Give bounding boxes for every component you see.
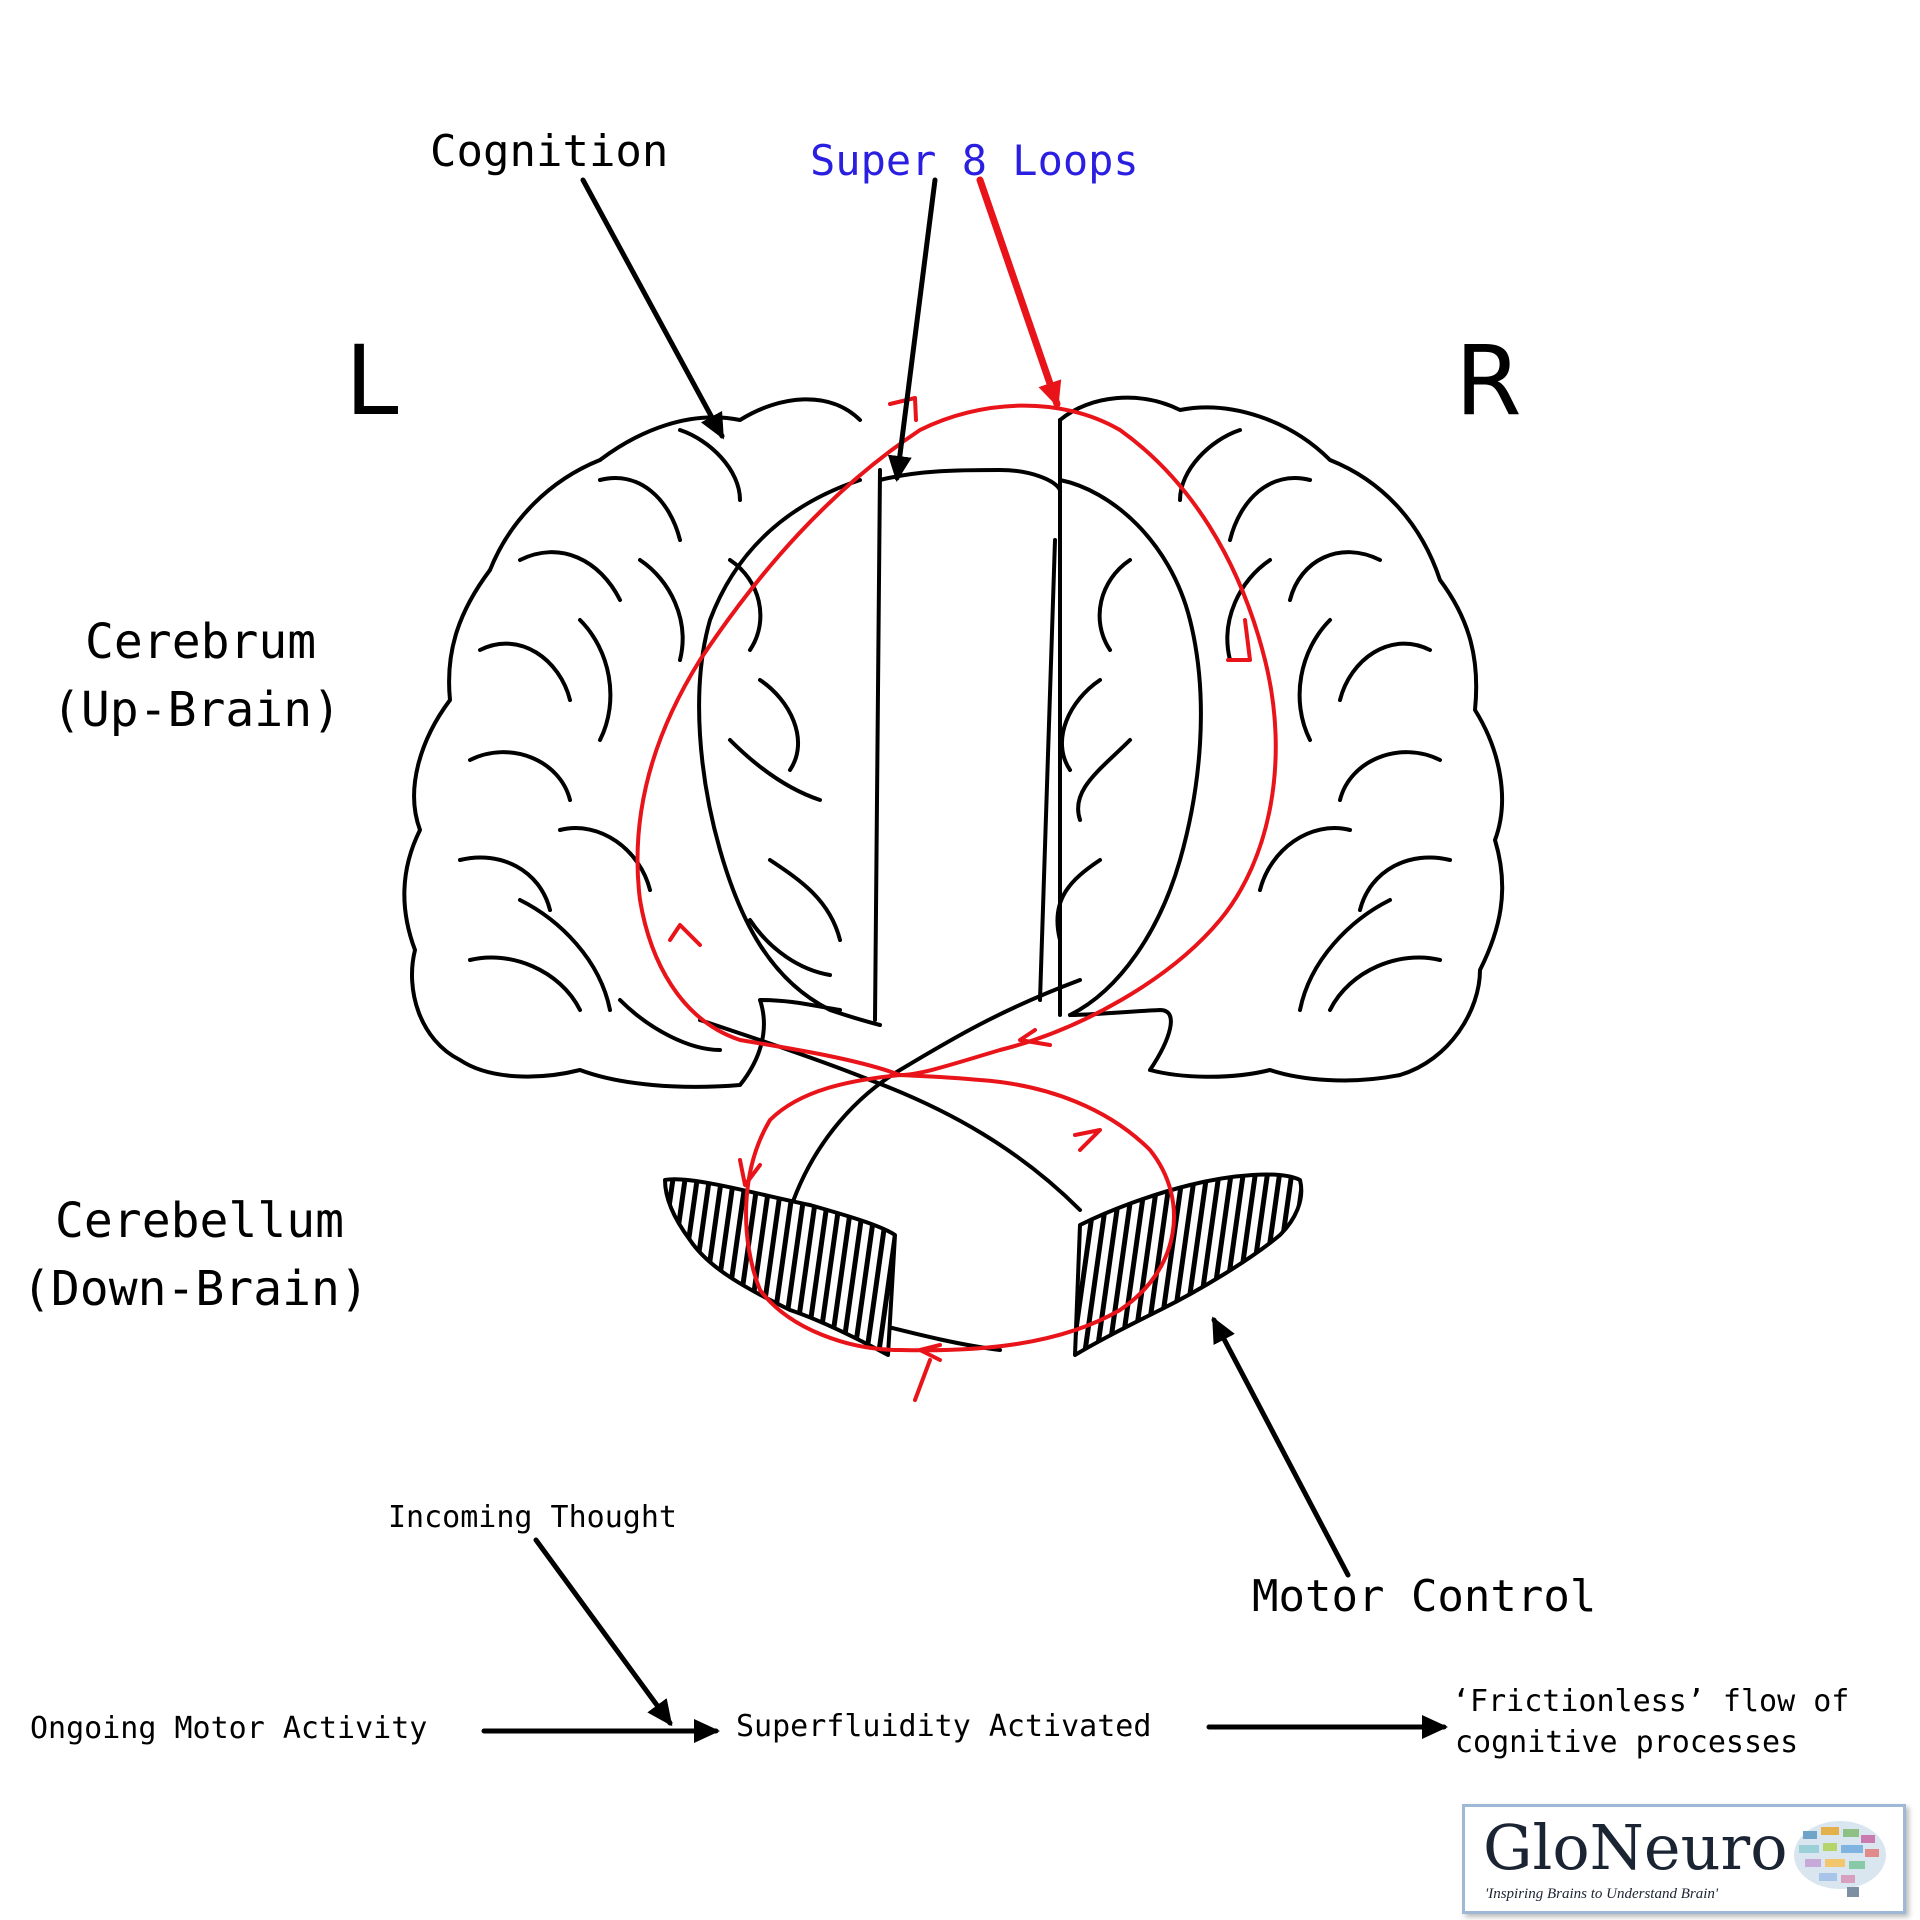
cerebellum-right-lobe: [1073, 1172, 1304, 1357]
logo-name: GloNeuro: [1483, 1811, 1788, 1884]
incoming-thought-label: Incoming Thought: [388, 1500, 677, 1535]
left-hemisphere-label: L: [345, 325, 399, 437]
super8-black-pointer: [887, 177, 938, 482]
cognition-label: Cognition: [430, 126, 669, 177]
brain-logo-icon: [1794, 1821, 1886, 1897]
right-hemisphere-label: R: [1455, 325, 1522, 437]
logo-tagline: 'Inspiring Brains to Understand Brain': [1485, 1886, 1719, 1902]
incoming-thought-pointer: [533, 1537, 673, 1727]
super8-red-pointer: [976, 176, 1062, 408]
motor-control-label: Motor Control: [1252, 1571, 1597, 1622]
right-inner-lobe: [1058, 478, 1203, 1017]
result-label-line1: ‘Frictionless’ flow of: [1452, 1684, 1850, 1719]
motor-control-pointer: [1211, 1316, 1351, 1578]
result-label-line2: cognitive processes: [1455, 1725, 1799, 1760]
super-8-loop: [635, 396, 1278, 1402]
right-hemisphere-outline: [1058, 395, 1505, 1083]
gloneuro-logo: GloNeuro 'Inspiring Brains to Understand…: [1462, 1804, 1906, 1914]
cerebellum-left-lobe: [663, 1177, 897, 1357]
cerebrum-sublabel: (Up-Brain): [52, 682, 341, 738]
cerebrum: [402, 395, 1505, 1089]
left-hemisphere-outline: [402, 397, 862, 1089]
super8-label: Super 8 Loops: [810, 136, 1139, 185]
cerebellum: [663, 1172, 1304, 1357]
cerebellum-sublabel: (Down-Brain): [22, 1261, 369, 1317]
left-inner-lobe: [697, 478, 882, 1027]
label-pointers: [481, 177, 1448, 1743]
superfluidity-label: Superfluidity Activated: [736, 1709, 1152, 1744]
cognition-pointer: [580, 177, 725, 440]
cerebellum-label: Cerebellum: [55, 1193, 344, 1249]
cerebrum-label: Cerebrum: [85, 614, 317, 670]
ongoing-motor-label: Ongoing Motor Activity: [30, 1711, 428, 1746]
